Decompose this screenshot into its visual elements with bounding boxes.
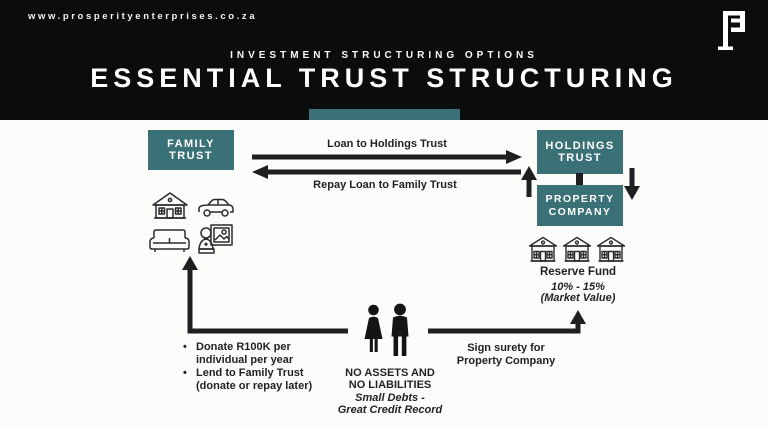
storefront-icon xyxy=(562,236,592,262)
list-item: • Lend to Family Trust (donate or repay … xyxy=(183,367,353,393)
property-company-label-line2: COMPANY xyxy=(548,205,612,218)
car-icon xyxy=(196,196,236,219)
page-title: ESSENTIAL TRUST STRUCTURING xyxy=(90,63,678,93)
list-item: • Donate R100K per individual per year xyxy=(183,341,353,367)
donate-connector-arrow xyxy=(182,256,348,334)
surety-line2: Property Company xyxy=(456,355,556,367)
repay-label: Repay Loan to Family Trust xyxy=(313,179,457,191)
bullet-line: individual per year xyxy=(196,354,294,366)
no-assets-line1: NO ASSETS AND xyxy=(345,367,435,379)
property-company-label-line1: PROPERTY xyxy=(545,193,615,205)
no-assets-line2: NO LIABILITIES xyxy=(348,378,432,391)
eyebrow-text: INVESTMENT STRUCTURING OPTIONS xyxy=(230,50,538,61)
holdings-property-connector xyxy=(576,173,583,186)
family-trust-label-line2: TRUST xyxy=(169,150,213,162)
sign-surety-label: Sign surety for Property Company xyxy=(445,342,567,368)
storefront-icon xyxy=(528,236,558,262)
surety-line1: Sign surety for xyxy=(467,342,545,354)
repay-arrow xyxy=(252,165,521,179)
no-assets-line3: Small Debts - xyxy=(355,392,425,404)
holdings-trust-label-line1: HOLDINGS xyxy=(545,139,615,152)
no-assets-caption: NO ASSETS AND NO LIABILITIES Small Debts… xyxy=(310,367,470,416)
loan-label: Loan to Holdings Trust xyxy=(327,138,447,150)
holdings-trust-label-line2: TRUST xyxy=(558,152,602,164)
pe-monogram-logo-icon xyxy=(712,8,752,52)
loan-arrow xyxy=(252,150,522,164)
property-company-box: PROPERTY COMPANY xyxy=(537,185,623,226)
reserve-fund-icons xyxy=(528,236,626,264)
reserve-fund-note: (Market Value) xyxy=(540,292,616,304)
sofa-icon xyxy=(147,228,192,254)
man-woman-silhouette-icon xyxy=(360,303,418,363)
family-trust-label-line1: FAMILY xyxy=(167,137,215,150)
up-arrow-icon xyxy=(521,166,537,197)
bullet-icon: • xyxy=(183,341,187,353)
website-url: www.prosperityenterprises.co.za xyxy=(28,11,258,22)
storefront-icon xyxy=(596,236,626,262)
holdings-trust-box: HOLDINGS TRUST xyxy=(537,130,623,174)
teal-accent-bar xyxy=(309,109,460,120)
house-icon xyxy=(150,191,190,224)
reserve-fund-title: Reserve Fund xyxy=(539,266,617,278)
bullet-icon: • xyxy=(183,367,187,379)
reserve-fund-range: 10% - 15% xyxy=(551,281,605,293)
bullet-line: Donate R100K per xyxy=(196,341,291,353)
no-assets-line4: Great Credit Record xyxy=(337,403,443,416)
surety-connector-arrow xyxy=(428,310,586,334)
family-trust-box: FAMILY TRUST xyxy=(148,130,234,170)
bullet-line: (donate or repay later) xyxy=(196,380,313,392)
art-bust-icon xyxy=(196,223,234,256)
donor-bullet-list: • Donate R100K per individual per year •… xyxy=(183,341,353,393)
down-arrow-icon xyxy=(624,168,640,200)
header-banner: www.prosperityenterprises.co.za INVESTME… xyxy=(0,0,768,120)
bullet-line: Lend to Family Trust xyxy=(196,367,304,379)
